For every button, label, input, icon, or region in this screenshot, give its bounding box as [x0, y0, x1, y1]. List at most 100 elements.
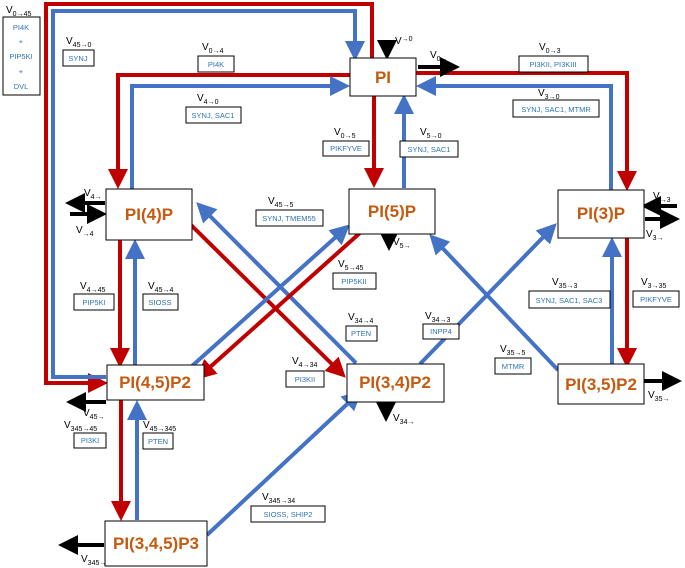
flux-label-out-pi: V0→: [430, 50, 448, 63]
arrow-pi-to-pi45p2: [44, 2, 374, 393]
arrow-pi35p2-to-pi5p: [429, 234, 560, 372]
reaction-label-r45-0: V45→0 SYNJ: [62, 36, 95, 67]
reaction-label-r45-345: V45→345 PTEN: [142, 420, 176, 450]
reaction-label-r0-5: V0→5 PIKFYVE: [322, 127, 370, 157]
rate-label: V0→45: [6, 5, 31, 18]
flux-labels: V→0 V0→ V4→ V→4 V5→ V→3 V3→ V45→ V34→ V3…: [76, 36, 671, 567]
reaction-label-r3-35: V3→35 PIKFYVE: [632, 277, 680, 308]
enzyme-label: +: [19, 67, 24, 76]
enzyme-label: PIKFYVE: [330, 144, 362, 153]
rate-label: V3→0: [538, 88, 560, 101]
enzyme-label: PI3KI: [81, 436, 99, 445]
rate-label: V34→3: [425, 311, 450, 324]
node-pi4p-label: PI(4)P: [125, 205, 173, 224]
node-pi345p3: PI(3,4,5)P3: [104, 520, 208, 567]
enzyme-label: SYNJ, TMEM55: [262, 214, 316, 223]
arrow-pi3p-to-pi: [416, 76, 613, 190]
arrow-pi34p2-to-pi4p: [196, 202, 358, 365]
reaction-label-r5-0: V5→0 SYNJ, SAC1: [399, 127, 459, 158]
rate-label: V345→45: [64, 420, 97, 433]
reaction-label-r4-34: V4→34 PI3KII: [285, 356, 325, 388]
rate-label: V0→3: [539, 42, 561, 55]
enzyme-label: PI4K: [13, 23, 29, 32]
enzyme-label: SYNJ: [68, 54, 87, 63]
arrow-pi-to-pi3p: [416, 71, 637, 191]
rate-label: V4→0: [197, 93, 219, 106]
flux-label-out-pi35p2: V35→: [648, 390, 669, 403]
node-pi: PI: [349, 57, 417, 97]
node-pi45p2-label: PI(4,5)P2: [119, 373, 191, 392]
flux-label-out-pi45p2: V45→: [83, 408, 104, 421]
reaction-label-r3-0: V3→0 SYNJ, SAC1, MTMR: [512, 88, 600, 118]
enzyme-label: INPP4: [430, 327, 452, 336]
flux-label-in-pi3p: V→3: [653, 191, 671, 204]
flux-label-in-pi4p: V→4: [76, 225, 94, 238]
rate-label: V45→5: [268, 196, 293, 209]
rate-label: V45→0: [66, 36, 91, 49]
flux-label-out-pi4p: V4→: [84, 188, 102, 201]
rate-label: V35→5: [500, 344, 525, 357]
enzyme-label: PIP5KI: [82, 298, 105, 307]
reaction-label-r35-5: V35→5 MTMR: [494, 344, 532, 375]
enzyme-label: PI3KII: [295, 375, 315, 384]
enzyme-label: DVL: [14, 82, 29, 91]
node-pi35p2-label: PI(3,5)P2: [565, 375, 637, 394]
enzyme-label: MTMR: [502, 362, 525, 371]
flux-label-out-pi5p: V5→: [393, 237, 411, 250]
rate-label: V35→3: [552, 277, 577, 290]
reaction-label-r0-45: V0→45 PI4K + PIP5KI + DVL: [2, 5, 41, 96]
enzyme-label: PIP5KII: [341, 277, 366, 286]
node-pi5p-label: PI(5)P: [368, 202, 416, 221]
enzyme-label: PIP5KI: [9, 52, 32, 61]
enzyme-label: SIOSS: [149, 298, 172, 307]
rate-label: V4→45: [80, 281, 105, 294]
arrow-pi4p-to-pi: [130, 76, 350, 190]
enzyme-label: PI4K: [208, 60, 224, 69]
reaction-label-r35-3: V35→3 SYNJ, SAC1, SAC3: [528, 277, 611, 309]
node-pi34p2: PI(3,4)P2: [346, 363, 445, 403]
reaction-label-r34-4: V34→4 PTEN: [345, 312, 378, 342]
reaction-label-r5-45: V5→45 PIP5KII: [332, 259, 377, 290]
arrow-pi345p3-to-pi34p2: [205, 390, 362, 537]
enzyme-label: +: [19, 37, 24, 46]
enzyme-label: SYNJ, SAC1: [408, 145, 451, 154]
rate-label: V34→4: [348, 312, 373, 325]
node-pi5p: PI(5)P: [348, 188, 436, 235]
enzyme-label: SYNJ, SAC1, SAC3: [536, 296, 603, 305]
nodes: PI PI(4)P PI(5)P PI(3)P PI(4,5)P2 PI(3,4…: [104, 57, 645, 567]
reaction-label-r345-34: V345→34 SIOSS, SHIP2: [250, 492, 326, 523]
enzyme-label: PI3KII, PI3KIII: [529, 60, 576, 69]
enzyme-label: SYNJ, SAC1: [192, 111, 235, 120]
rate-label: V5→0: [420, 127, 442, 140]
node-pi345p3-label: PI(3,4,5)P3: [113, 534, 199, 553]
reaction-label-r45-4: V45→4 SIOSS: [142, 281, 179, 311]
reaction-label-r0-4: V0→4 PI4K: [197, 42, 235, 73]
flux-label-out-pi3p: V3→: [646, 229, 664, 242]
rate-label: V4→34: [292, 356, 317, 369]
enzyme-label: PIKFYVE: [640, 295, 672, 304]
reaction-label-r45-5: V45→5 SYNJ, TMEM55: [255, 196, 324, 227]
node-pi3p-label: PI(3)P: [577, 204, 625, 223]
reaction-label-r34-3: V34→3 INPP4: [422, 311, 460, 340]
node-pi45p2: PI(4,5)P2: [106, 364, 205, 401]
enzyme-label: PTEN: [148, 437, 168, 446]
enzyme-label: SYNJ, SAC1, MTMR: [521, 105, 591, 114]
flux-label-in-pi: V→0: [395, 36, 413, 47]
flux-arrows: [58, 40, 682, 555]
enzyme-label: SIOSS, SHIP2: [264, 510, 313, 519]
flux-label-out-pi345p3: V345→: [81, 554, 106, 567]
arrow-pi5p-to-pi45p2: [196, 230, 363, 380]
reaction-label-r345-45: V345→45 PI3KI: [64, 420, 107, 449]
reaction-label-r4-0: V4→0 SYNJ, SAC1: [185, 93, 242, 124]
rate-label: V3→35: [641, 277, 666, 290]
arrows: [44, 2, 637, 537]
node-pi3p: PI(3)P: [557, 189, 645, 239]
flux-label-out-pi34p2: V34→: [393, 413, 414, 426]
node-pi35p2: PI(3,5)P2: [557, 363, 645, 405]
rate-label: V0→4: [202, 42, 224, 55]
rate-label: V5→45: [338, 259, 363, 272]
reaction-label-r4-45: V4→45 PIP5KI: [73, 281, 115, 311]
node-pi-label: PI: [375, 68, 391, 87]
reaction-label-r0-3: V0→3 PI3KII, PI3KIII: [518, 42, 589, 73]
arrow-pi45p2-to-pi: [51, 9, 365, 379]
